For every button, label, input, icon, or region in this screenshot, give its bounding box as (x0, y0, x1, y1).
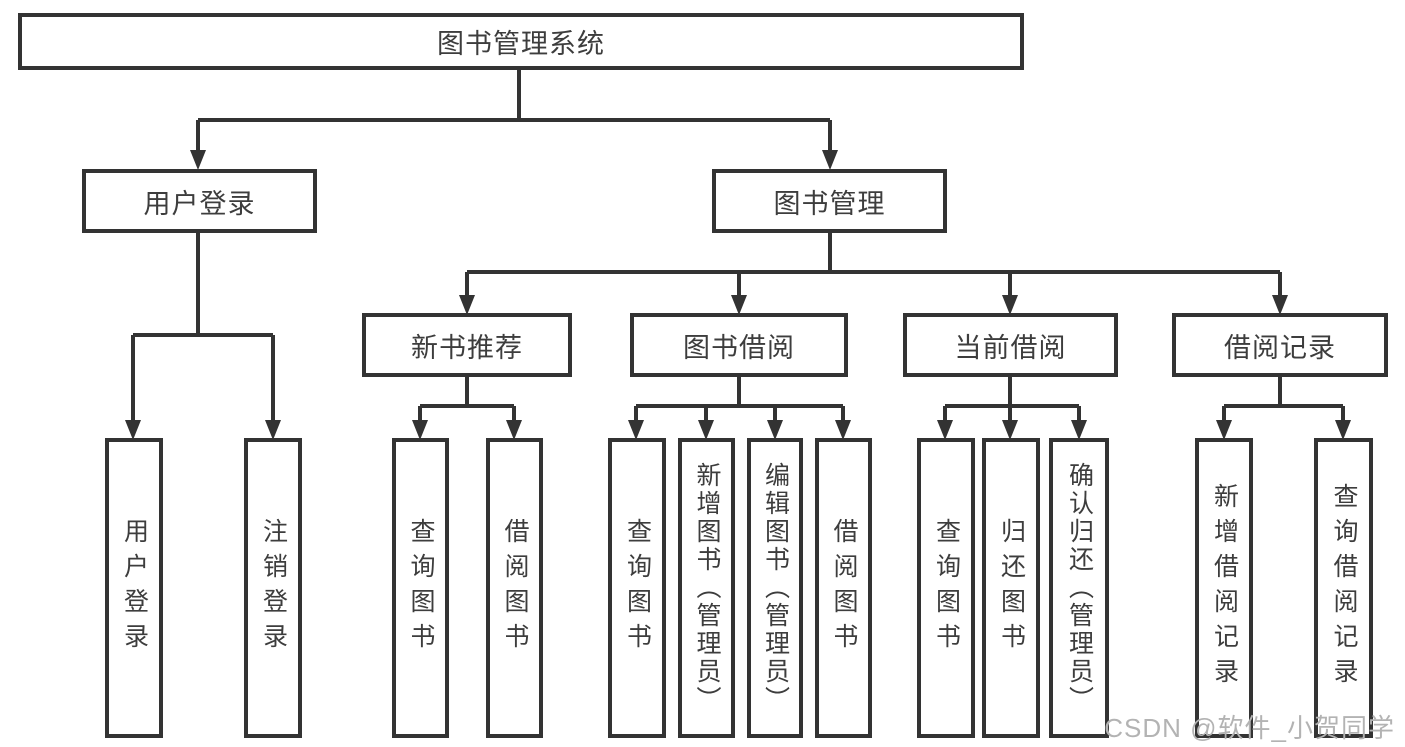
arrowhead-icon (835, 420, 851, 440)
node-label: 借阅图书 (830, 518, 858, 658)
arrowhead-icon (506, 420, 522, 440)
node-label: 编辑图书（管理员） (761, 462, 790, 714)
node-label: 用户登录 (120, 518, 149, 658)
node-label: 查询图书 (407, 518, 435, 658)
node-label: 图书借阅 (683, 332, 795, 363)
node-borrowing-borrow-books: 借阅图书 (815, 438, 872, 738)
node-label: 当前借阅 (954, 332, 1067, 363)
node-label: 新书推荐 (411, 332, 523, 363)
node-current-return-books: 归还图书 (982, 438, 1040, 738)
node-label: 用户登录 (143, 188, 256, 219)
node-new-book-recommendation: 新书推荐 (362, 313, 572, 377)
node-label: 查询图书 (623, 518, 652, 658)
arrowhead-icon (1272, 295, 1288, 315)
arrowhead-icon (822, 150, 838, 170)
node-borrowing-add-books-admin: 新增图书（管理员） (678, 438, 735, 738)
node-label: 确认归还（管理员） (1065, 462, 1094, 714)
arrowhead-icon (190, 150, 206, 170)
node-label: 查询借阅记录 (1330, 483, 1358, 693)
node-newbook-query-books: 查询图书 (392, 438, 449, 738)
arrowhead-icon (265, 420, 281, 440)
arrowhead-icon (628, 420, 644, 440)
node-borrowing-records: 借阅记录 (1172, 313, 1388, 377)
node-book-borrowing: 图书借阅 (630, 313, 848, 377)
node-label: 新增图书（管理员） (693, 462, 721, 714)
arrowhead-icon (731, 295, 747, 315)
node-label: 图书管理 (773, 188, 886, 219)
node-label: 新增借阅记录 (1210, 483, 1239, 693)
arrowhead-icon (125, 420, 141, 440)
node-user-login: 用户登录 (105, 438, 163, 738)
node-label: 注销登录 (259, 518, 288, 658)
watermark: CSDN @软件_小贺同学 (1104, 713, 1395, 743)
node-label: 图书管理系统 (437, 29, 605, 59)
arrowhead-icon (937, 420, 953, 440)
arrowhead-icon (412, 420, 428, 440)
node-borrowing-edit-books-admin: 编辑图书（管理员） (747, 438, 803, 738)
arrowhead-icon (698, 420, 714, 440)
arrowhead-icon (1002, 295, 1018, 315)
arrowhead-icon (1002, 420, 1018, 440)
node-logout: 注销登录 (244, 438, 302, 738)
node-current-borrowing: 当前借阅 (903, 313, 1118, 377)
node-label: 借阅图书 (501, 518, 529, 658)
node-label: 查询图书 (932, 518, 961, 658)
node-label: 归还图书 (997, 518, 1026, 658)
node-library-management-system: 图书管理系统 (18, 13, 1024, 70)
arrowhead-icon (1216, 420, 1232, 440)
arrowhead-icon (767, 420, 783, 440)
node-newbook-borrow-books: 借阅图书 (486, 438, 543, 738)
node-book-management: 图书管理 (712, 169, 947, 233)
arrowhead-icon (1071, 420, 1087, 440)
node-borrowing-query-books: 查询图书 (608, 438, 666, 738)
node-records-query-borrow-record: 查询借阅记录 (1314, 438, 1373, 738)
arrowhead-icon (459, 295, 475, 315)
arrowhead-icon (1335, 420, 1351, 440)
node-records-add-borrow-record: 新增借阅记录 (1195, 438, 1253, 738)
node-current-query-books: 查询图书 (917, 438, 975, 738)
node-label: 借阅记录 (1224, 332, 1336, 363)
node-user-login-group: 用户登录 (82, 169, 317, 233)
node-current-confirm-return-admin: 确认归还（管理员） (1049, 438, 1109, 738)
